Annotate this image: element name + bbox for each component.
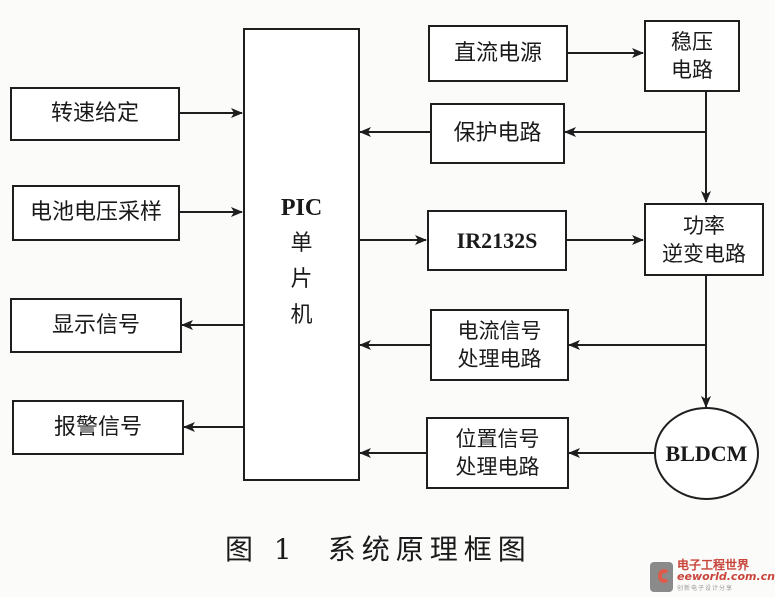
mcu-label-line3: 片 [290,267,313,292]
block-battery-voltage-sampling: 电池电压采样 [12,185,180,241]
block-pic-mcu: PIC 单 片 机 [243,28,360,481]
block-label: 电池电压采样 [29,200,162,225]
block-protection: 保护电路 [430,103,565,164]
block-label-line1: 位置信号 [455,427,540,451]
block-voltage-regulator: 稳压 电路 [644,20,740,92]
block-speed-setting: 转速给定 [10,87,180,141]
block-dc-power: 直流电源 [428,25,568,82]
block-label: 显示信号 [51,312,140,338]
block-label: 直流电源 [453,40,542,66]
block-label-line2: 处理电路 [455,455,540,479]
eeworld-logo-icon [650,562,674,592]
watermark-logo: 电子工程世界 eeworld.com.cn 创新电子设计分享 [650,559,775,595]
figure-number: 图 1 [225,533,298,566]
block-current-signal-processing: 电流信号 处理电路 [430,309,569,381]
mcu-label-line4: 机 [290,303,313,328]
block-driver-ir2132s: IR2132S [427,210,567,271]
block-power-inverter: 功率 逆变电路 [644,203,764,276]
block-label-line2: 处理电路 [457,347,542,371]
figure-caption: 图 1 系统原理框图 [225,528,532,568]
block-position-signal-processing: 位置信号 处理电路 [426,417,569,489]
block-display-signal: 显示信号 [10,298,182,353]
block-label-line2: 逆变电路 [662,241,746,266]
motor-label: BLDCM [665,440,748,466]
block-label: 保护电路 [453,120,542,146]
block-label: 转速给定 [50,101,139,126]
block-label: IR2132S [456,227,538,253]
watermark-domain: eeworld.com.cn [677,570,775,583]
block-label-line1: 稳压 [671,30,713,54]
block-alarm-signal: 报警信号 [12,400,184,455]
block-label-line1: 功率 [683,213,725,238]
watermark-name: 电子工程世界 [677,558,750,572]
figure-title: 系统原理框图 [327,533,532,566]
block-label-line2: 电路 [671,58,713,82]
mcu-label-pic: PIC [280,195,323,221]
block-label-line1: 电流信号 [457,319,542,343]
block-label: 报警信号 [53,414,142,440]
watermark-tagline: 创新电子设计分享 [677,585,734,592]
block-bldc-motor: BLDCM [654,407,759,500]
mcu-label-line2: 单 [290,231,313,256]
